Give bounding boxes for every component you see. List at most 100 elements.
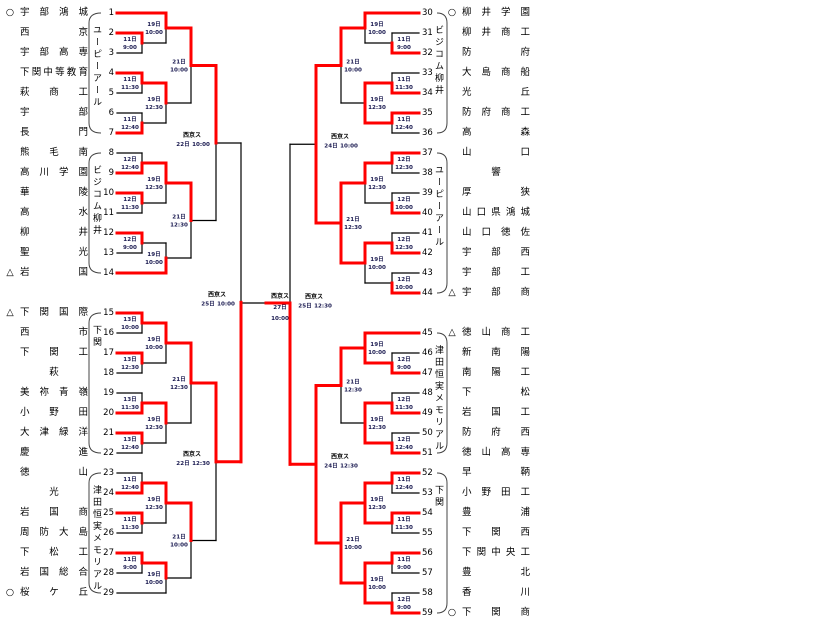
match-day: 19日	[147, 416, 160, 423]
team-name: 萩商工	[20, 87, 88, 98]
team-entry: 南陽工	[446, 367, 536, 379]
block-brace	[436, 12, 448, 134]
team-name: 下関工	[20, 347, 88, 358]
team-entry: 美祢青嶺	[4, 387, 94, 399]
team-name: 厚狭	[462, 187, 530, 198]
match-day: 11日	[123, 76, 136, 83]
team-name: 慶進	[20, 447, 88, 458]
match-day: 24日	[324, 142, 337, 149]
team-name: 萩	[49, 367, 59, 378]
seed-number: 20	[103, 408, 114, 418]
team-name: 山口	[462, 147, 530, 158]
seed-number: 35	[422, 108, 433, 118]
seed-number: 11	[103, 208, 114, 218]
match-day: 19日	[147, 571, 160, 578]
match-time: 9:00	[397, 565, 411, 571]
venue-label: ビジコム柳井	[433, 25, 443, 97]
seed-mark: △	[448, 327, 456, 338]
venue-label: 津田恒実メモリアル	[91, 485, 101, 593]
match-day: 19日	[370, 96, 383, 103]
team-name: 大島商船	[462, 67, 530, 78]
seed-number: 8	[108, 148, 114, 158]
venue-label: 下関	[91, 325, 101, 349]
team-name: 岩国商	[20, 507, 88, 518]
match-time: 10:00	[344, 68, 362, 74]
match-time: 10:00	[368, 585, 386, 591]
match-time: 12:30	[368, 425, 386, 431]
team-name: 岩国工	[462, 407, 530, 418]
match-day: 19日	[147, 96, 160, 103]
match-time: 12:40	[121, 485, 139, 491]
team-name: 響	[491, 167, 501, 178]
team-name: 高森	[462, 127, 530, 138]
seed-number: 56	[422, 548, 433, 558]
match-time: 9:00	[397, 365, 411, 371]
team-entry: 山口県鴻城	[446, 207, 536, 219]
match-time: 12:30	[340, 463, 358, 469]
seed-number: 23	[103, 468, 114, 478]
team-entry: 香川	[446, 587, 536, 599]
seed-number: 39	[422, 188, 433, 198]
team-entry: ○柳井学園	[446, 7, 536, 19]
seed-number: 55	[422, 528, 433, 538]
block-brace	[436, 332, 448, 454]
team-entry: 小野田	[4, 407, 94, 419]
seed-number: 22	[103, 448, 114, 458]
match-day: 21日	[172, 534, 185, 541]
match-time: 12:30	[368, 105, 386, 111]
seed-number: 37	[422, 148, 433, 158]
seed-number: 38	[422, 168, 433, 178]
team-name: 新南陽	[462, 347, 530, 358]
match-time: 12:30	[145, 185, 163, 191]
match-day: 19日	[147, 21, 160, 28]
match-day: 11日	[123, 516, 136, 523]
team-name: 宇部鴻城	[20, 7, 88, 18]
match-day: 12日	[397, 356, 410, 363]
team-entry: 響	[446, 167, 536, 179]
match-venue: 西京ス	[208, 290, 226, 298]
seed-number: 30	[422, 8, 433, 18]
team-entry: 周防大島	[4, 527, 94, 539]
team-name: 熊毛南	[20, 147, 88, 158]
match-time: 12:30	[368, 505, 386, 511]
venue-label: ユーピーアール	[433, 165, 443, 249]
match-day: 12日	[397, 196, 410, 203]
team-entry: 山口徳佐	[446, 227, 536, 239]
match-time: 11:30	[121, 405, 139, 411]
match-time: 11:30	[395, 525, 413, 531]
match-day: 11日	[123, 116, 136, 123]
match-time: 10:00	[344, 545, 362, 551]
seed-number: 46	[422, 348, 433, 358]
seed-number: 59	[422, 608, 433, 618]
team-entry: 早鞆	[446, 467, 536, 479]
match-day: 21日	[346, 59, 359, 66]
team-name: 西市	[20, 327, 88, 338]
seed-mark: △	[6, 267, 14, 278]
team-entry: 光	[4, 487, 94, 499]
team-entry: 大島商船	[446, 67, 536, 79]
team-entry: △下関国際	[4, 307, 94, 319]
team-entry: 萩	[4, 367, 94, 379]
match-time: 10:00	[121, 325, 139, 331]
team-name: 高水	[20, 207, 88, 218]
match-time: 10:00	[368, 30, 386, 36]
match-day: 19日	[147, 251, 160, 258]
team-name: 美祢青嶺	[20, 387, 88, 398]
team-entry: 厚狭	[446, 187, 536, 199]
match-day: 11日	[397, 76, 410, 83]
team-entry: 岩国工	[446, 407, 536, 419]
seed-number: 41	[422, 228, 433, 238]
venue-label: 下関	[433, 485, 443, 509]
match-time: 12:40	[395, 445, 413, 451]
match-day: 19日	[147, 336, 160, 343]
seed-number: 3	[108, 48, 114, 58]
team-entry: 下松	[446, 387, 536, 399]
match-day: 12日	[123, 156, 136, 163]
final-day: 27日	[273, 304, 286, 311]
team-entry: 華陵	[4, 187, 94, 199]
team-entry: 光丘	[446, 87, 536, 99]
match-time: 12:30	[170, 385, 188, 391]
block-brace	[436, 472, 448, 614]
seed-number: 51	[422, 448, 433, 458]
match-day: 19日	[370, 416, 383, 423]
